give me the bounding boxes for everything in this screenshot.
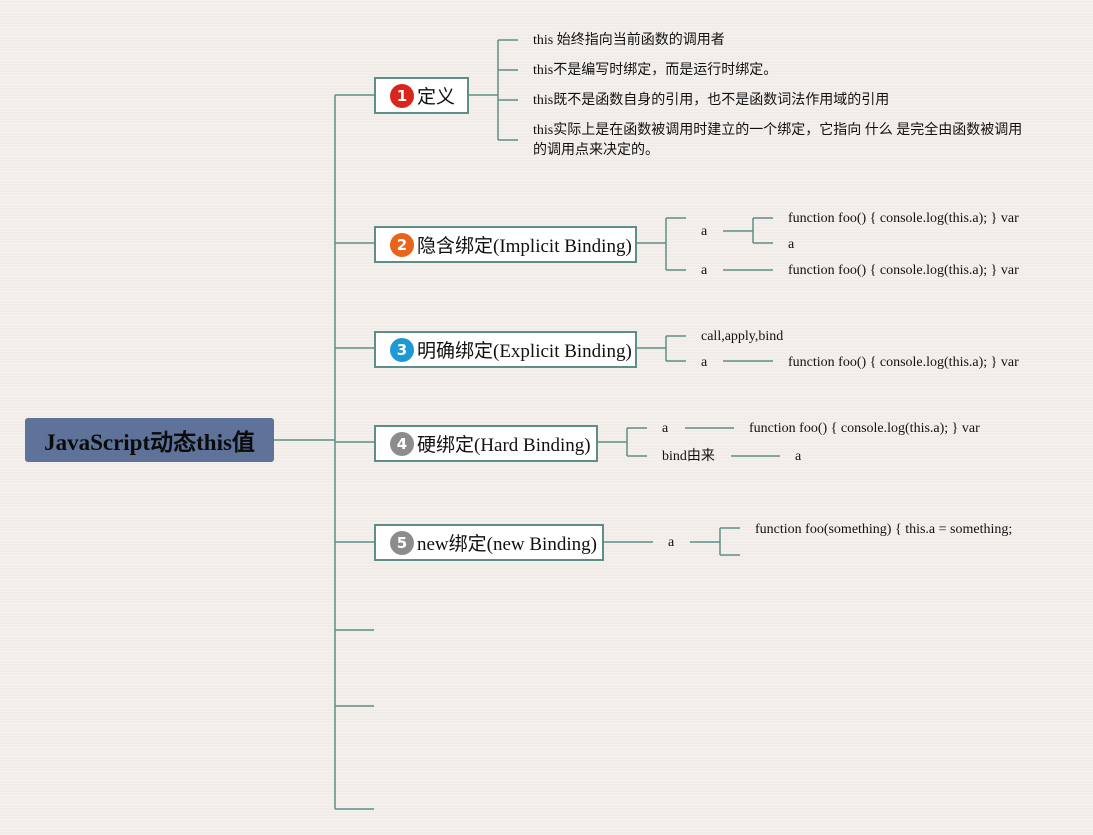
definition-item-3[interactable]: this既不是函数自身的引用，也不是函数词法作用域的引用 [533,93,890,108]
topic-explicit-binding-label: 明确绑定(Explicit Binding) [417,341,632,362]
number-1-icon: 1 [390,83,414,108]
new-sub-1-code[interactable]: function foo(something) { this.a = somet… [755,522,1013,537]
topic-hard-binding[interactable]: 4 硬绑定(Hard Binding) [374,425,598,462]
root-topic-label: JavaScript动态this值 [44,430,255,455]
explicit-sub-1[interactable]: call,apply,bind [701,329,784,344]
implicit-sub-2[interactable]: a [701,263,708,278]
implicit-sub-2-code[interactable]: function foo() { console.log(this.a); } … [788,263,1019,278]
topic-new-binding-label: new绑定(new Binding) [417,534,597,555]
implicit-sub-1-code[interactable]: function foo() { console.log(this.a); } … [788,211,1019,226]
number-5-icon: 5 [390,530,414,555]
topic-implicit-binding-label: 隐含绑定(Implicit Binding) [417,236,632,257]
hard-sub-2-value[interactable]: a [795,449,802,464]
explicit-sub-2[interactable]: a [701,355,708,370]
topic-new-binding[interactable]: 5 new绑定(new Binding) [374,524,604,561]
definition-item-4[interactable]: this实际上是在函数被调用时建立的一个绑定，它指向 什么 是完全由函数被调用的… [533,123,1023,158]
definition-item-2[interactable]: this不是编写时绑定，而是运行时绑定。 [533,63,778,78]
number-3-icon: 3 [390,337,414,362]
topic-implicit-binding[interactable]: 2 隐含绑定(Implicit Binding) [374,226,637,263]
topic-definition[interactable]: 1 定义 [374,77,469,114]
topic-definition-label: 定义 [417,87,456,108]
explicit-sub-2-code[interactable]: function foo() { console.log(this.a); } … [788,355,1019,370]
topic-hard-binding-label: 硬绑定(Hard Binding) [417,435,591,456]
number-2-icon: 2 [390,232,414,257]
new-sub-1[interactable]: a [668,535,675,550]
implicit-sub-1[interactable]: a [701,224,708,239]
root-topic[interactable]: JavaScript动态this值 [25,418,274,462]
topic-explicit-binding[interactable]: 3 明确绑定(Explicit Binding) [374,331,637,368]
definition-item-1[interactable]: this 始终指向当前函数的调用者 [533,33,725,48]
hard-sub-2[interactable]: bind由来 [662,449,715,464]
hard-sub-1-code[interactable]: function foo() { console.log(this.a); } … [749,421,980,436]
implicit-sub-1-value[interactable]: a [788,237,795,252]
number-4-icon: 4 [390,431,414,456]
hard-sub-1[interactable]: a [662,421,669,436]
